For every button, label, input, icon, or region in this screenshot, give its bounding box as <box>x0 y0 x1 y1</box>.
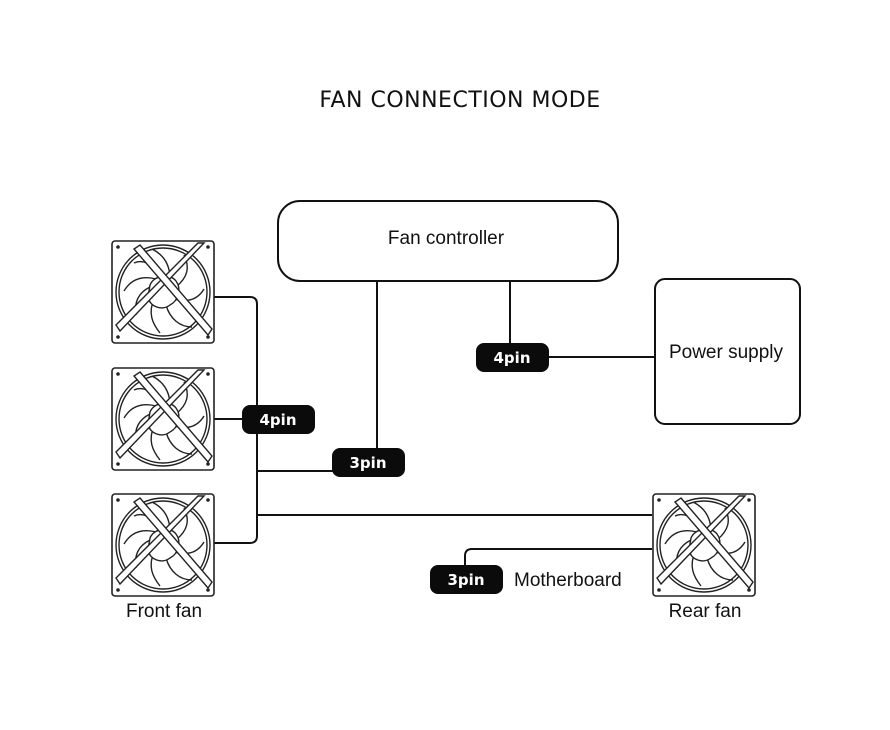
diagram-title: FAN CONNECTION MODE <box>319 88 600 113</box>
fan-icon <box>652 493 756 597</box>
fan-icon <box>111 367 215 471</box>
connector-badge-controller-3pin: 3pin <box>332 448 405 477</box>
front-fan-caption: Front fan <box>126 601 202 622</box>
connector-badge-motherboard-3pin: 3pin <box>430 565 503 594</box>
rear-fan-group: Rear fan <box>652 493 756 622</box>
connector-badge-front-4pin: 4pin <box>242 405 315 434</box>
front-fan-group: Front fan <box>111 240 215 622</box>
fan-icon <box>111 240 215 344</box>
power-supply-label: Power supply <box>669 342 784 363</box>
connector-label: 4pin <box>494 349 531 367</box>
connector-label: 4pin <box>260 411 297 429</box>
fan-controller-node: Fan controller <box>277 200 619 282</box>
power-supply-node: Power supply <box>654 278 801 425</box>
fan-icon <box>111 493 215 597</box>
connector-badge-psu-4pin: 4pin <box>476 343 549 372</box>
connector-label: 3pin <box>448 571 485 589</box>
wire-rear-fan-to-motherboard <box>464 548 652 567</box>
motherboard-label: Motherboard <box>514 570 622 591</box>
connector-label: 3pin <box>350 454 387 472</box>
fan-controller-label: Fan controller <box>388 228 505 249</box>
rear-fan-caption: Rear fan <box>669 601 742 622</box>
